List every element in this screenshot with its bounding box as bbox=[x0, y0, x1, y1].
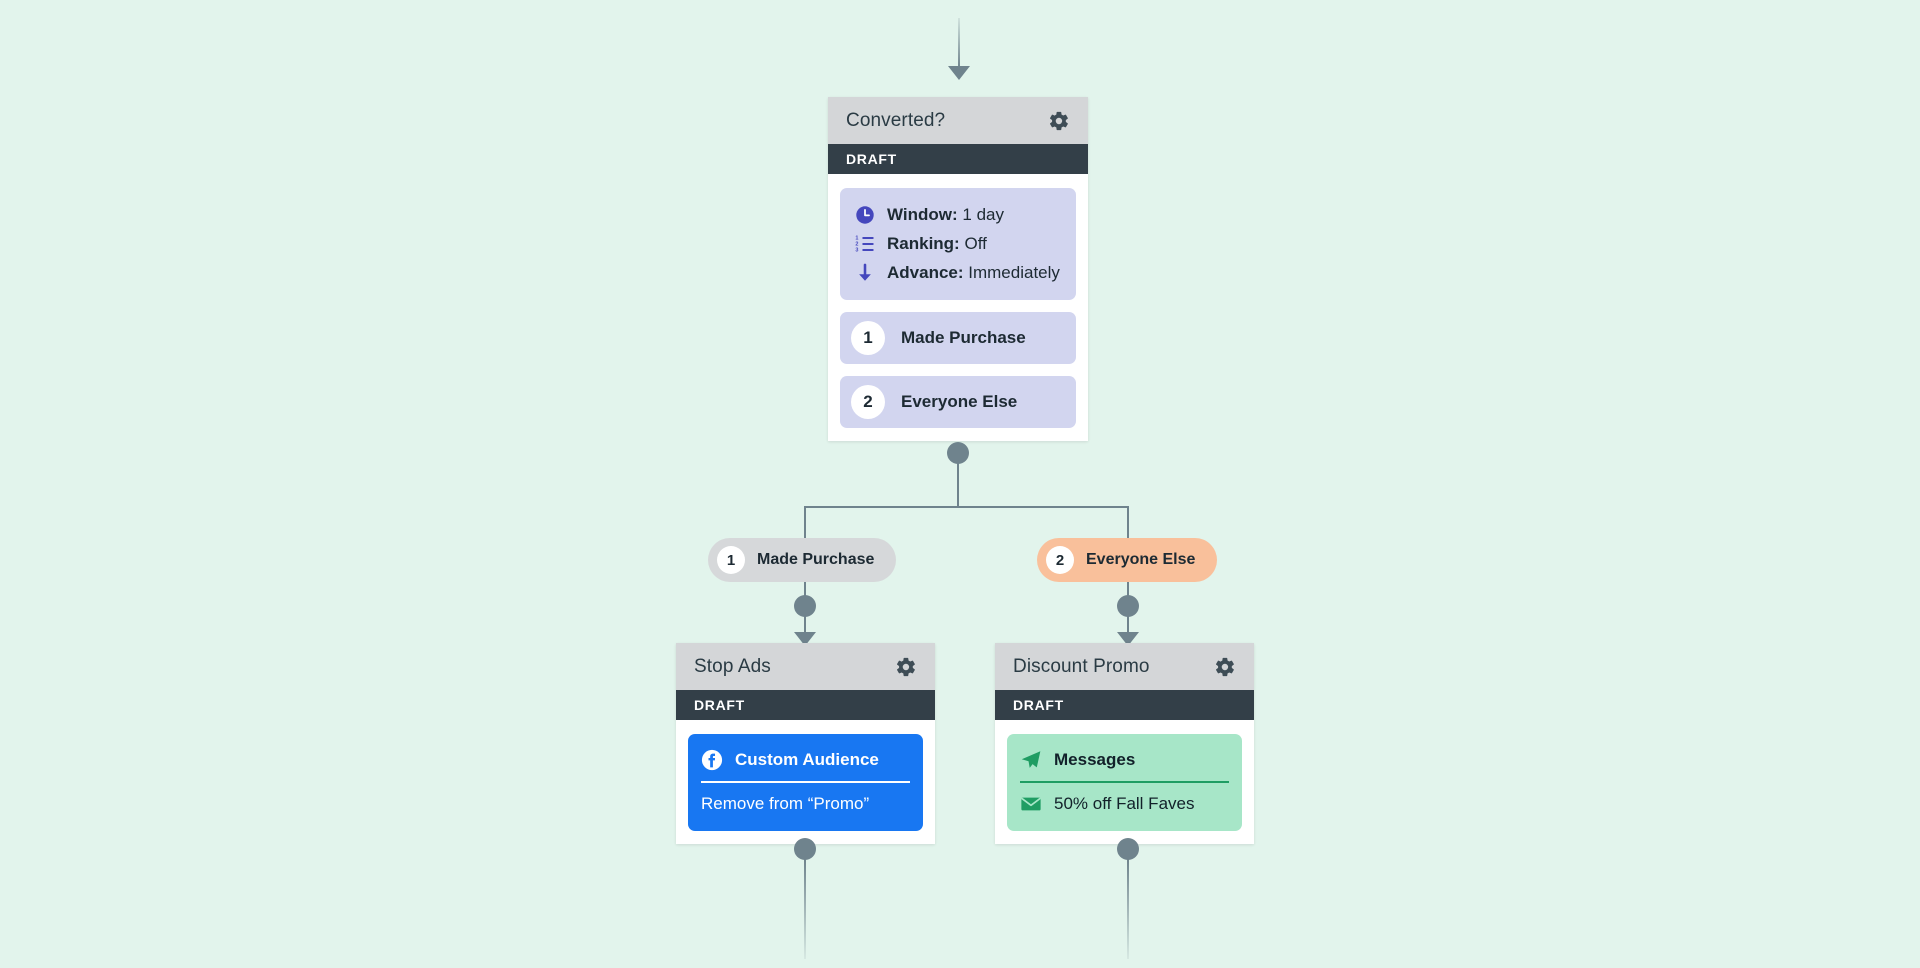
connector-left-outgoing bbox=[804, 859, 806, 959]
connector-split-stem bbox=[957, 463, 959, 507]
connector-incoming-line bbox=[958, 18, 960, 68]
setting-window-label: Window: bbox=[887, 204, 958, 224]
custom-audience-title: Custom Audience bbox=[735, 750, 879, 769]
left-action-card-title: Stop Ads bbox=[694, 655, 771, 677]
right-action-card-body: Messages 50% off Fall Faves bbox=[995, 720, 1254, 844]
decision-card[interactable]: Converted? DRAFT Window: 1 day bbox=[828, 97, 1088, 441]
facebook-icon bbox=[701, 749, 723, 771]
connector-split-right bbox=[1127, 506, 1129, 541]
left-action-card-status: DRAFT bbox=[676, 690, 935, 720]
branch-pill-2-number: 2 bbox=[1046, 546, 1074, 574]
custom-audience-header: Custom Audience bbox=[701, 745, 910, 775]
left-action-output-node[interactable] bbox=[794, 838, 816, 860]
messages-detail: 50% off Fall Faves bbox=[1020, 789, 1229, 819]
connector-right-branch-arrow bbox=[1117, 632, 1139, 646]
messages-subtitle: 50% off Fall Faves bbox=[1054, 794, 1195, 813]
decision-output-node[interactable] bbox=[947, 442, 969, 464]
setting-advance: Advance: Immediately bbox=[854, 258, 1062, 287]
decision-card-header: Converted? bbox=[828, 97, 1088, 144]
decision-branch-2-number: 2 bbox=[851, 385, 885, 419]
svg-text:3: 3 bbox=[855, 247, 858, 253]
svg-text:2: 2 bbox=[855, 241, 858, 247]
connector-right-outgoing bbox=[1127, 859, 1129, 959]
messages-divider bbox=[1020, 781, 1229, 783]
custom-audience-block[interactable]: Custom Audience Remove from “Promo” bbox=[688, 734, 923, 831]
left-action-card-body: Custom Audience Remove from “Promo” bbox=[676, 720, 935, 844]
setting-ranking-label: Ranking: bbox=[887, 233, 960, 253]
setting-ranking: 1 2 3 Ranking: Off bbox=[854, 229, 1062, 258]
right-action-card-status: DRAFT bbox=[995, 690, 1254, 720]
setting-advance-label: Advance: bbox=[887, 262, 964, 282]
gear-icon[interactable] bbox=[1214, 656, 1236, 678]
right-action-card[interactable]: Discount Promo DRAFT Messages bbox=[995, 643, 1254, 844]
custom-audience-subtitle: Remove from “Promo” bbox=[701, 794, 870, 813]
setting-window-value: 1 day bbox=[962, 204, 1004, 224]
decision-card-body: Window: 1 day 1 2 bbox=[828, 174, 1088, 441]
setting-window: Window: 1 day bbox=[854, 200, 1062, 229]
connector-split-bar bbox=[804, 506, 1129, 508]
setting-window-text: Window: 1 day bbox=[887, 205, 1004, 225]
right-branch-node[interactable] bbox=[1117, 595, 1139, 617]
messages-header: Messages bbox=[1020, 745, 1229, 775]
connector-left-branch-arrow bbox=[794, 632, 816, 646]
ordered-list-icon: 1 2 3 bbox=[854, 233, 876, 255]
left-action-card-header: Stop Ads bbox=[676, 643, 935, 690]
setting-ranking-text: Ranking: Off bbox=[887, 234, 987, 254]
right-action-card-title: Discount Promo bbox=[1013, 655, 1150, 677]
setting-ranking-value: Off bbox=[964, 233, 987, 253]
left-action-card[interactable]: Stop Ads DRAFT Custom Audience bbox=[676, 643, 935, 844]
decision-card-status: DRAFT bbox=[828, 144, 1088, 174]
custom-audience-detail: Remove from “Promo” bbox=[701, 789, 910, 819]
connector-split-left bbox=[804, 506, 806, 541]
arrow-down-icon bbox=[854, 262, 876, 284]
right-action-output-node[interactable] bbox=[1117, 838, 1139, 860]
decision-settings-box[interactable]: Window: 1 day 1 2 bbox=[840, 188, 1076, 300]
setting-advance-text: Advance: Immediately bbox=[887, 263, 1060, 283]
custom-audience-divider bbox=[701, 781, 910, 783]
branch-pill-1[interactable]: 1 Made Purchase bbox=[708, 538, 897, 582]
setting-advance-value: Immediately bbox=[968, 262, 1060, 282]
branch-pill-1-number: 1 bbox=[717, 546, 745, 574]
decision-branch-1-label: Made Purchase bbox=[901, 328, 1026, 347]
connector-incoming-arrow bbox=[948, 66, 970, 80]
decision-branch-1-number: 1 bbox=[851, 321, 885, 355]
decision-branch-2-label: Everyone Else bbox=[901, 392, 1018, 411]
branch-pill-1-label: Made Purchase bbox=[757, 551, 875, 568]
decision-branch-1[interactable]: 1 Made Purchase bbox=[840, 312, 1076, 364]
decision-card-title: Converted? bbox=[846, 109, 946, 131]
svg-text:1: 1 bbox=[855, 235, 858, 241]
messages-block[interactable]: Messages 50% off Fall Faves bbox=[1007, 734, 1242, 831]
left-branch-node[interactable] bbox=[794, 595, 816, 617]
decision-branch-2[interactable]: 2 Everyone Else bbox=[840, 376, 1076, 428]
paper-plane-icon bbox=[1020, 749, 1042, 771]
gear-icon[interactable] bbox=[895, 656, 917, 678]
envelope-icon bbox=[1020, 793, 1042, 815]
branch-pill-2[interactable]: 2 Everyone Else bbox=[1037, 538, 1218, 582]
right-action-card-header: Discount Promo bbox=[995, 643, 1254, 690]
branch-pill-2-label: Everyone Else bbox=[1086, 551, 1196, 568]
clock-icon bbox=[854, 204, 876, 226]
gear-icon[interactable] bbox=[1048, 110, 1070, 132]
messages-title: Messages bbox=[1054, 750, 1136, 769]
